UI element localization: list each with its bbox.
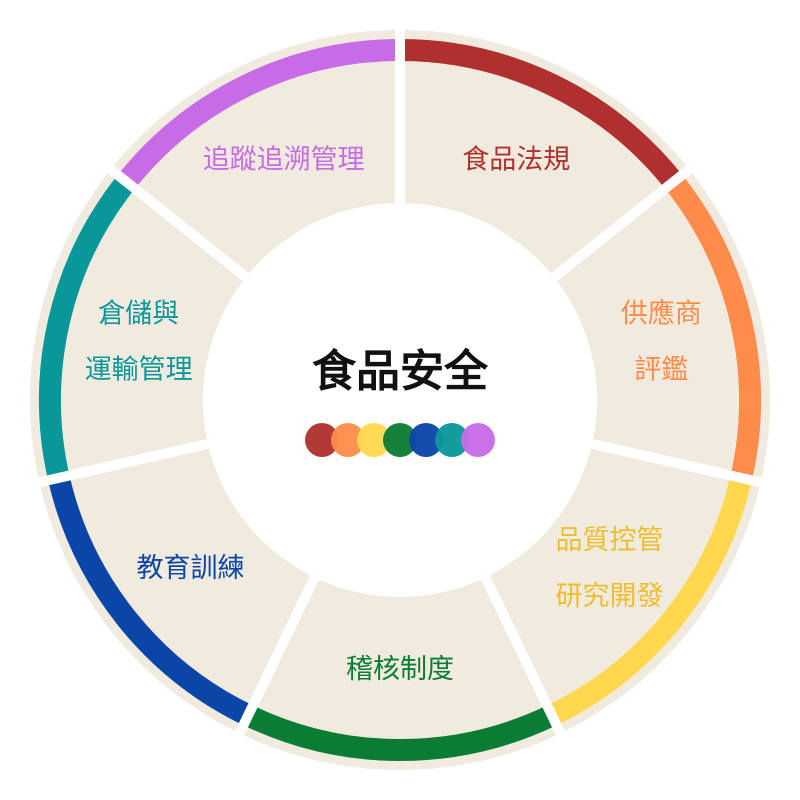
- center-dot-storage: [435, 423, 469, 457]
- center-dot-qc_rd: [357, 423, 391, 457]
- segment-divider: [545, 160, 699, 286]
- segment-label-line: 研究開發: [556, 581, 664, 612]
- segment-label-line: 運輸管理: [85, 354, 193, 385]
- center-dot-law: [305, 423, 339, 457]
- segment-divider: [584, 437, 770, 489]
- segment-divider: [477, 569, 569, 743]
- segment-arc-audit: [243, 705, 557, 761]
- segment-label-line: 追蹤追溯管理: [203, 145, 365, 176]
- segment-label-line: 評鑑: [634, 354, 688, 385]
- segment-label-law: 食品法規: [462, 145, 570, 176]
- segment-arc-training: [48, 475, 253, 726]
- segment-label-line: 食品法規: [462, 145, 570, 176]
- segment-label-line: 供應商: [621, 298, 702, 329]
- segment-divider: [101, 160, 255, 286]
- center-circle: [203, 203, 597, 597]
- segment-divider: [231, 569, 323, 743]
- segment-arc-trace: [117, 39, 401, 189]
- segment-divider: [30, 437, 216, 489]
- segment-arc-storage: [39, 174, 135, 481]
- segment-label-qc_rd: 品質控管研究開發: [556, 525, 664, 612]
- center-title: 食品安全: [312, 346, 489, 397]
- segment-label-training: 教育訓練: [137, 553, 245, 584]
- segment-label-audit: 稽核制度: [346, 654, 454, 685]
- segment-label-line: 教育訓練: [137, 553, 245, 584]
- center-dot-trace: [461, 423, 495, 457]
- center-dot-training: [409, 423, 443, 457]
- center-dot-supplier: [331, 423, 365, 457]
- center-dot-audit: [383, 423, 417, 457]
- segment-label-line: 品質控管: [556, 525, 664, 556]
- segment-label-line: 倉儲與: [98, 298, 179, 329]
- segment-arc-law: [399, 39, 683, 189]
- segment-arc-qc_rd: [547, 475, 752, 726]
- segment-label-supplier: 供應商評鑑: [621, 298, 702, 385]
- segment-arc-supplier: [665, 174, 761, 481]
- segment-label-storage: 倉儲與運輸管理: [85, 298, 193, 385]
- segment-label-line: 稽核制度: [346, 654, 454, 685]
- segment-label-trace: 追蹤追溯管理: [203, 145, 365, 176]
